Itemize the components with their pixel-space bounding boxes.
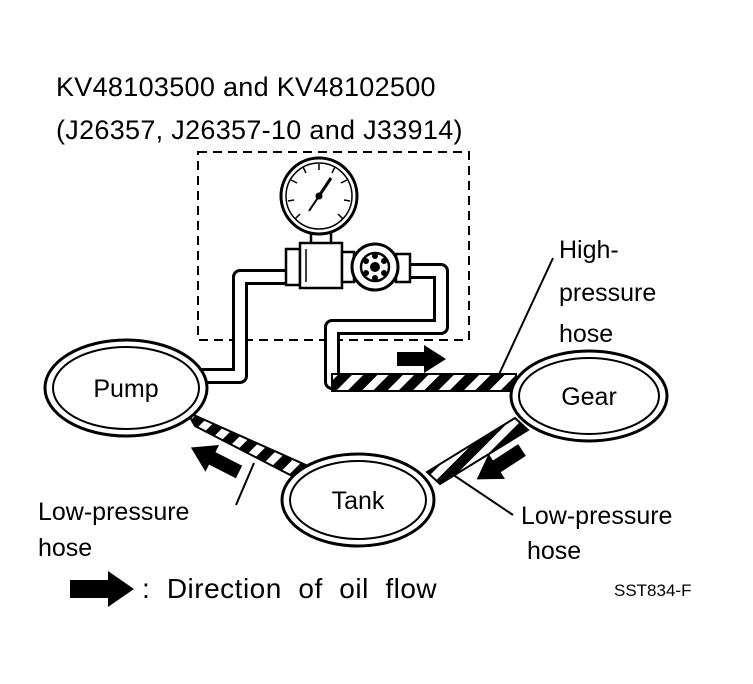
gauge-tool-boundary	[197, 151, 470, 341]
callout-high-pressure-line-1: High-	[559, 236, 619, 264]
title-line-1: KV48103500 and KV48102500	[56, 72, 436, 102]
figure-code: SST834-F	[614, 581, 691, 600]
legend: : Direction of oil flow	[70, 571, 437, 607]
tank-component: Tank	[280, 452, 436, 548]
flow-arrow-left-return-icon	[190, 445, 243, 479]
tee-fitting	[284, 241, 344, 290]
tank-label: Tank	[332, 487, 385, 515]
pump-label: Pump	[93, 375, 158, 403]
callout-high-pressure-line-2: pressure	[559, 279, 656, 307]
callout-low-left-line-1: Low-pressure	[38, 498, 189, 526]
low-pressure-hose-right	[425, 416, 530, 486]
callout-low-right-line-1: Low-pressure	[521, 502, 672, 530]
high-pressure-hose	[331, 373, 517, 392]
flow-arrow-right-return-icon	[476, 444, 526, 480]
title-line-2: (J26357, J26357-10 and J33914)	[56, 115, 463, 145]
legend-text: : Direction of oil flow	[142, 573, 437, 604]
callout-low-right-line-2: hose	[527, 537, 581, 565]
gear-component: Gear	[509, 349, 669, 443]
callout-high-pressure-line-3: hose	[559, 320, 613, 348]
leader-low-pressure-left	[235, 462, 255, 506]
leader-high-pressure	[494, 257, 554, 384]
pump-outlet-pipe	[202, 269, 290, 384]
arrow-right-icon	[70, 571, 134, 607]
pressure-gauge-icon	[279, 156, 359, 249]
pump-component: Pump	[43, 338, 209, 438]
gear-label: Gear	[561, 383, 617, 411]
leader-low-pressure-right	[451, 473, 514, 516]
shut-off-valve-icon	[340, 242, 412, 292]
flow-arrow-high-pressure-icon	[397, 345, 446, 373]
callout-low-left-line-2: hose	[38, 534, 92, 562]
callout-low-pressure-left: Low-pressure hose	[38, 498, 189, 562]
callout-high-pressure-hose: High- pressure hose	[559, 236, 656, 348]
callout-low-pressure-right: Low-pressure hose	[521, 502, 672, 565]
